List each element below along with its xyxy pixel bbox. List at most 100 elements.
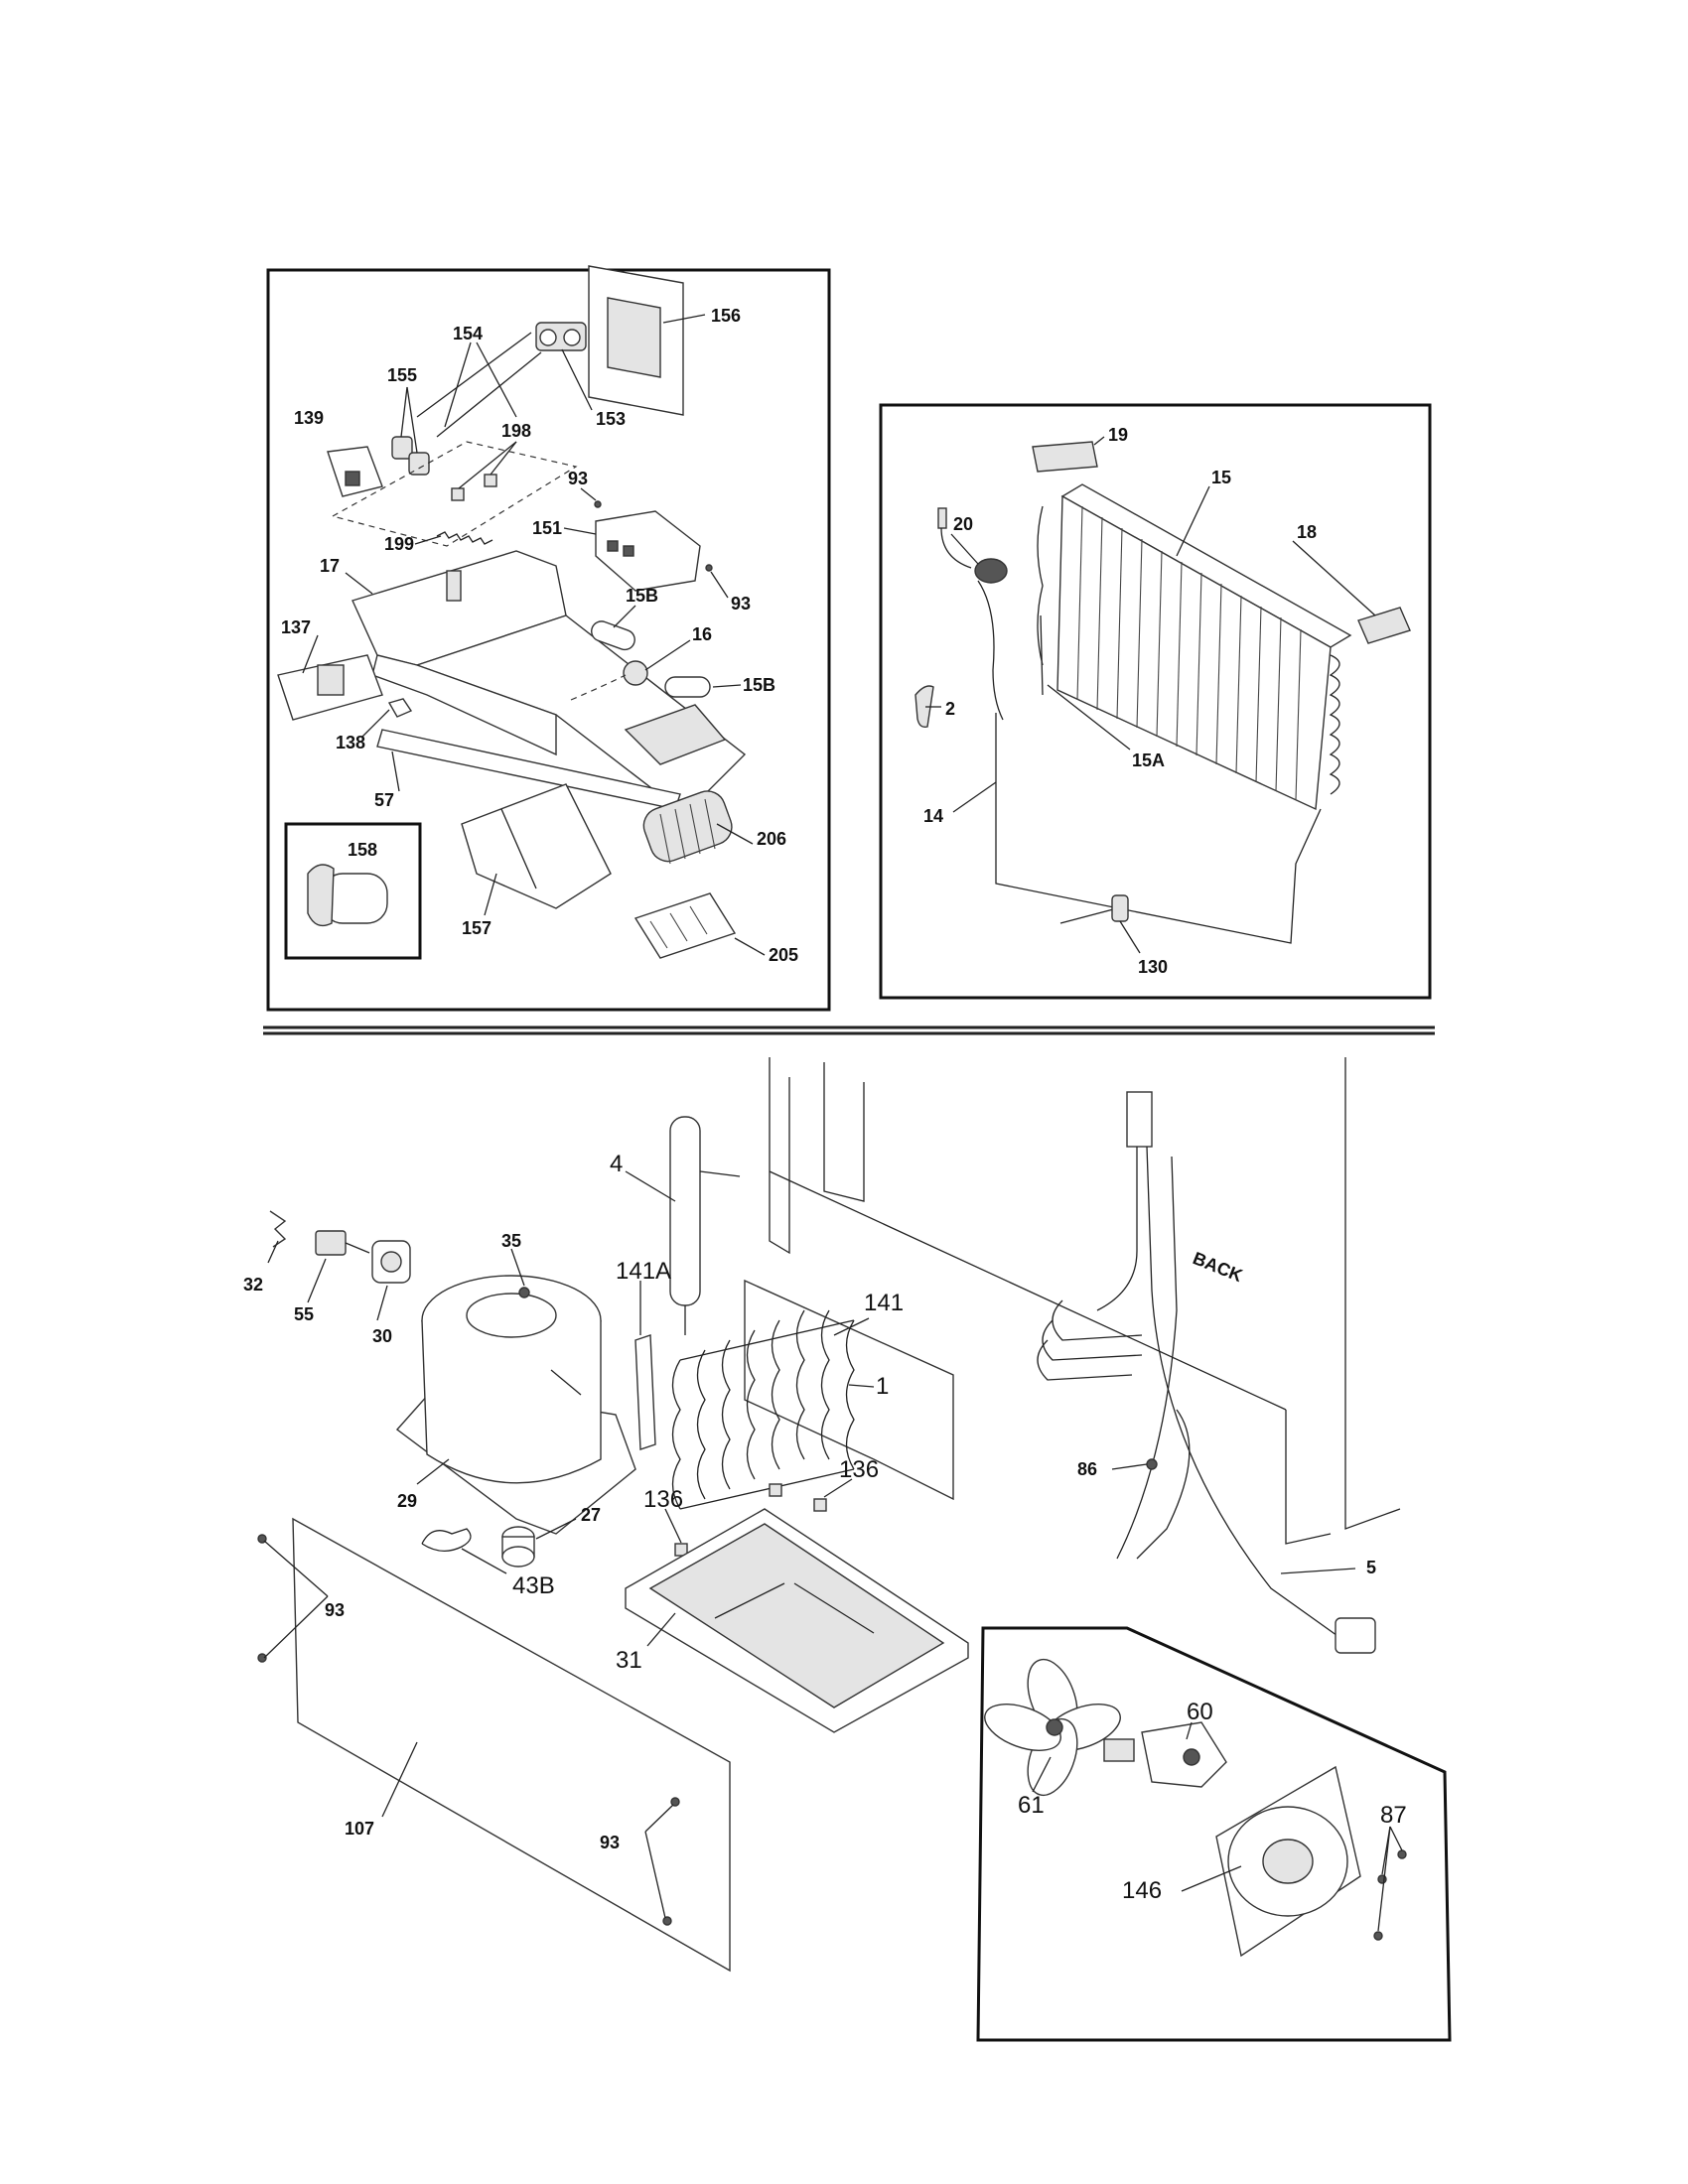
label-19: 19: [1108, 425, 1128, 445]
label-5: 5: [1366, 1558, 1376, 1577]
panel-border-condenser: [879, 403, 1432, 1000]
grommet-130: [1059, 894, 1129, 924]
label-57: 57: [374, 790, 394, 810]
inset-158: [284, 822, 422, 960]
pad-18: [1357, 607, 1411, 644]
probe-15A: [1040, 614, 1044, 696]
label-back: BACK: [1191, 1248, 1246, 1286]
insulation-141A: [634, 1334, 656, 1450]
label-141A: 141A: [616, 1258, 671, 1285]
cabinet-back: [769, 1057, 1401, 1545]
label-17: 17: [320, 556, 340, 576]
label-155: 155: [387, 365, 417, 385]
spring-199: [436, 531, 493, 545]
label-136-a: 136: [643, 1486, 683, 1513]
screw-93-d2: [662, 1916, 672, 1926]
housing-17: [352, 550, 747, 815]
label-43B: 43B: [512, 1572, 555, 1599]
condenser-15: [1037, 483, 1352, 811]
grille-205: [633, 892, 737, 959]
label-158: 158: [348, 840, 377, 860]
screw-87a: [1397, 1849, 1407, 1859]
label-136-b: 136: [839, 1456, 879, 1483]
label-206: 206: [757, 829, 786, 849]
fitting-155b: [408, 452, 430, 476]
label-139: 139: [294, 408, 324, 428]
clip-136-left: [674, 1543, 688, 1557]
harness-32-55-30: [269, 1210, 411, 1284]
clip-198a: [451, 487, 465, 501]
label-18: 18: [1297, 522, 1317, 542]
lamp-15B-upper: [591, 620, 635, 651]
clip-136-upper: [769, 1483, 782, 1497]
clip-2: [914, 685, 934, 729]
label-130: 130: [1138, 957, 1168, 977]
coil-1: [671, 1309, 855, 1510]
motor-60: [1103, 1721, 1227, 1788]
label-14: 14: [923, 806, 943, 826]
solenoid-139: [327, 446, 383, 497]
drain-pan-31: [625, 1508, 969, 1733]
screw-93-c2: [257, 1653, 267, 1663]
label-15B-b: 15B: [743, 675, 775, 695]
part-138: [387, 698, 413, 718]
filter-206: [642, 790, 733, 865]
label-138: 138: [336, 733, 365, 752]
label-32: 32: [243, 1275, 263, 1295]
panel-border-dispenser: [266, 268, 831, 1012]
compressor-29: [395, 1275, 636, 1535]
clip-136-right: [813, 1498, 827, 1512]
label-107: 107: [345, 1819, 374, 1839]
label-151: 151: [532, 518, 562, 538]
power-cord-5: [1037, 1091, 1376, 1654]
label-87: 87: [1380, 1802, 1407, 1829]
leaders-compressor: [263, 1170, 1403, 1932]
label-16: 16: [692, 624, 712, 644]
paddle-137: [277, 654, 383, 721]
label-2: 2: [945, 699, 955, 719]
chute-157: [461, 783, 612, 909]
leaders-dispenser: [302, 314, 766, 956]
label-1: 1: [876, 1373, 889, 1400]
label-93-a: 93: [568, 469, 588, 488]
back-panel-107: [292, 1517, 731, 1973]
label-198: 198: [501, 421, 531, 441]
tubes-154: [416, 332, 542, 438]
label-199: 199: [384, 534, 414, 554]
shroud-146: [1215, 1765, 1361, 1958]
clip-43B: [421, 1528, 472, 1552]
screw-93-right: [705, 564, 713, 572]
label-93-b: 93: [731, 594, 751, 614]
fan-assembly-inset: [976, 1626, 1452, 2042]
label-156: 156: [711, 306, 741, 326]
label-93-d: 93: [600, 1833, 620, 1852]
fan-blade-61: [984, 1658, 1121, 1797]
module-151: [595, 510, 701, 592]
label-146: 146: [1122, 1877, 1162, 1904]
label-15B-a: 15B: [626, 586, 658, 606]
label-15: 15: [1211, 468, 1231, 487]
clip-198b: [484, 474, 497, 487]
grommet-27: [501, 1526, 535, 1568]
drier-4: [669, 1116, 741, 1335]
label-205: 205: [769, 945, 798, 965]
label-137: 137: [281, 617, 311, 637]
mounting-plate-156: [588, 265, 684, 416]
label-86: 86: [1077, 1459, 1097, 1479]
label-55: 55: [294, 1304, 314, 1324]
label-157: 157: [462, 918, 492, 938]
label-153: 153: [596, 409, 626, 429]
label-93-c: 93: [325, 1600, 345, 1620]
label-141: 141: [864, 1290, 904, 1316]
label-61: 61: [1018, 1792, 1045, 1819]
lamp-15B-lower: [664, 676, 711, 698]
condenser-panel: 19 15 20 18 2 15A 14 130: [879, 403, 1432, 1000]
screw-93-d1: [670, 1797, 680, 1807]
pad-19: [1032, 441, 1098, 473]
screw-93-top: [594, 500, 602, 508]
label-15A: 15A: [1132, 751, 1165, 770]
socket-16: [623, 660, 648, 686]
label-31: 31: [616, 1647, 642, 1674]
screw-86: [1146, 1458, 1158, 1470]
